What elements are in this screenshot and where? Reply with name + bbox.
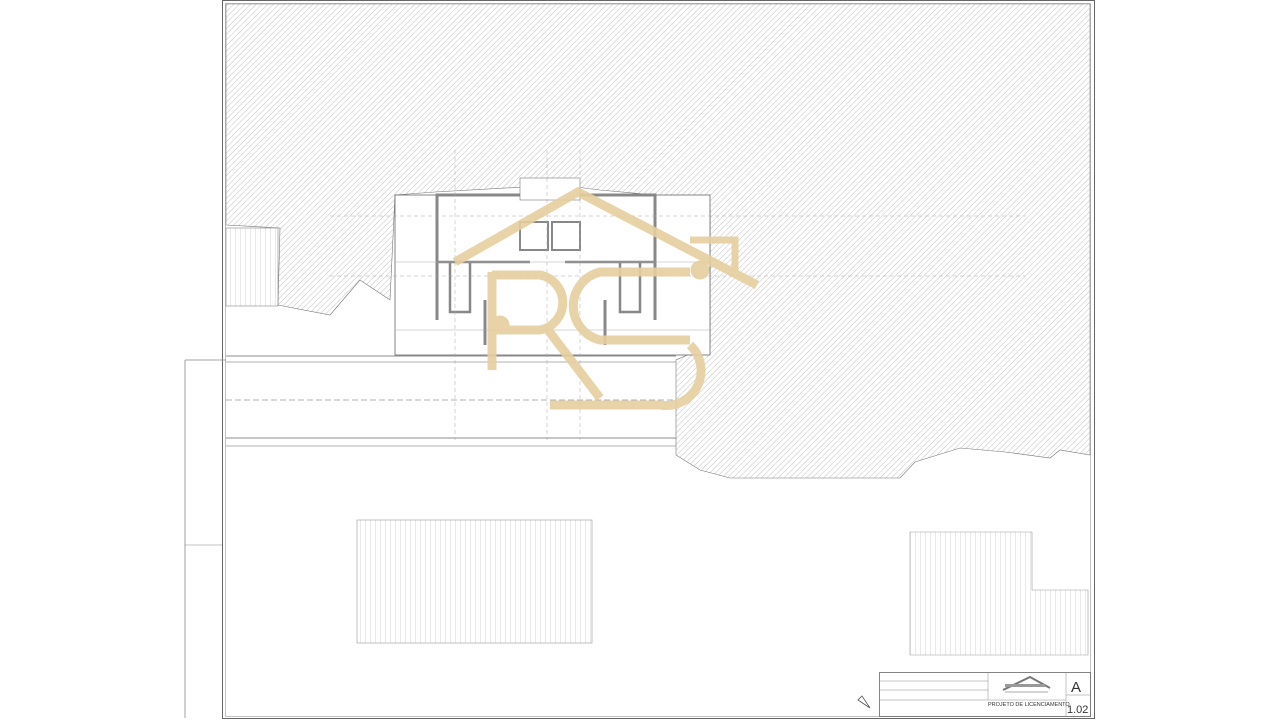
sheet-number: 1.02 xyxy=(1067,704,1088,716)
left-parcel xyxy=(225,227,279,307)
project-phase: PROJETO DE LICENCIAMENTO xyxy=(988,702,1070,708)
north-arrow-icon xyxy=(857,695,871,709)
company-logo xyxy=(1002,675,1051,693)
lower-right-parcel xyxy=(909,531,1089,656)
watermark-logo xyxy=(452,186,760,410)
lower-left-parcel xyxy=(356,519,593,644)
sheet-frame xyxy=(222,0,1095,719)
sheet-format: A xyxy=(1071,679,1081,696)
road xyxy=(226,355,676,447)
title-block: PROJETO DE LICENCIAMENTO A 1.02 xyxy=(879,672,1091,717)
